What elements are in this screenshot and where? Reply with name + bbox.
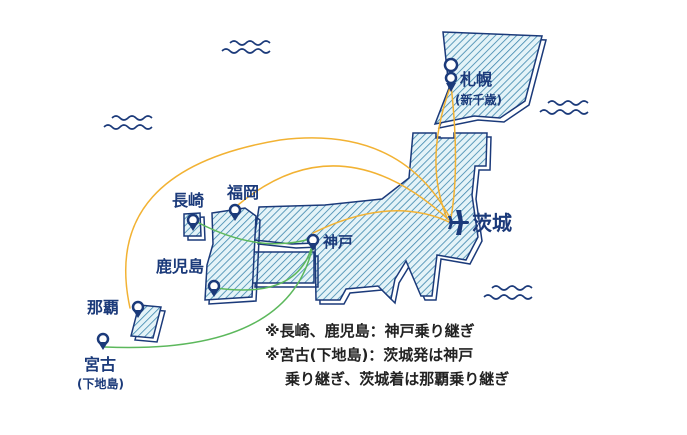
- label-kobe: 神戸: [323, 233, 353, 251]
- label-sapporo: 札幌: [459, 70, 492, 89]
- location-pins: [96, 57, 459, 350]
- label-miyako-sub: (下地島): [77, 376, 124, 391]
- wave-icon: [111, 115, 153, 121]
- airplane-icon: [448, 210, 469, 235]
- route-notes: ※長崎、鹿児島：神戸乗り継ぎ ※宮古(下地島)：茨城発は神戸 乗り継ぎ、茨城着は…: [265, 322, 509, 388]
- route-kagoshima-kobe: [215, 241, 314, 291]
- wave-icon: [103, 124, 153, 130]
- label-ibaraki: 茨城: [472, 211, 512, 235]
- wave-icon: [491, 285, 533, 291]
- note-line-2: ※宮古(下地島)：茨城発は神戸: [265, 346, 473, 364]
- route-nagasaki-kobe: [196, 221, 314, 245]
- wave-icon: [539, 109, 589, 115]
- route-kobe-ibaraki: [312, 210, 450, 234]
- sea-waves: [103, 40, 589, 300]
- label-miyako: 宮古: [84, 355, 116, 374]
- label-kagoshima: 鹿児島: [156, 257, 204, 276]
- wave-icon: [547, 100, 589, 106]
- label-nagasaki: 長崎: [172, 191, 204, 210]
- wave-icon: [483, 294, 533, 300]
- japan-landmass: [130, 31, 547, 343]
- label-naha: 那覇: [87, 298, 119, 317]
- label-fukuoka: 福岡: [226, 183, 259, 202]
- note-line-1: ※長崎、鹿児島：神戸乗り継ぎ: [265, 322, 475, 340]
- wave-icon: [229, 40, 271, 46]
- note-line-3: 乗り継ぎ、茨城着は那覇乗り継ぎ: [285, 370, 509, 388]
- label-sapporo-sub: (新千歳): [455, 92, 502, 107]
- map-pin-icon: [443, 57, 459, 73]
- land-hokkaido: [433, 31, 547, 130]
- route-naha-ibaraki: [125, 137, 451, 309]
- route-fukuoka-ibaraki: [237, 165, 450, 221]
- map-pin-icon: [444, 71, 458, 85]
- route-miyako-kobe: [104, 244, 314, 349]
- flight-routes: [104, 84, 457, 349]
- map-pin-icon: [446, 83, 456, 92]
- wave-icon: [221, 48, 271, 54]
- route-sapporo-ibaraki: [450, 84, 457, 219]
